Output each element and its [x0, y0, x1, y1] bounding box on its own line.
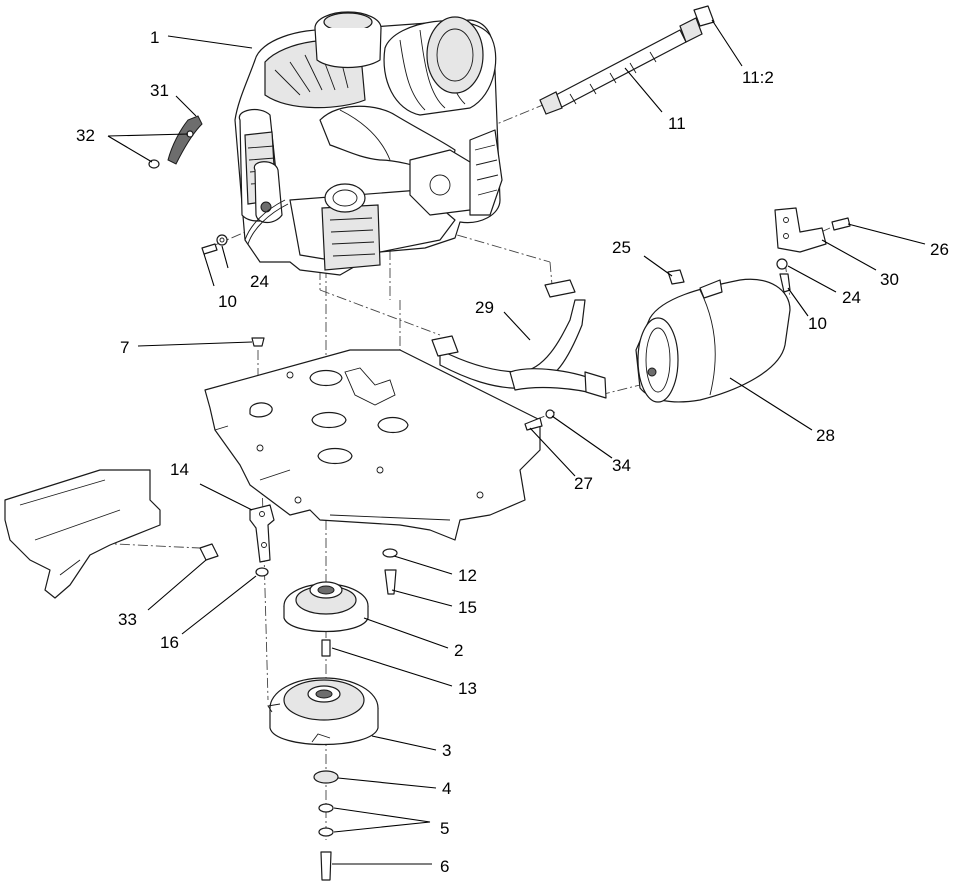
oil-drain-hose — [539, 5, 715, 115]
callout-14: 14 — [170, 460, 189, 479]
callout-24-left: 24 — [250, 272, 269, 291]
callout-25: 25 — [612, 238, 631, 257]
engine — [234, 11, 503, 276]
callout-16: 16 — [160, 633, 179, 652]
bolt-7 — [251, 337, 265, 347]
callout-labels: 1 31 32 24 10 11 11:2 25 26 30 24 10 29 … — [76, 28, 949, 876]
callout-3: 3 — [442, 741, 451, 760]
callout-12: 12 — [458, 566, 477, 585]
callout-1: 1 — [150, 28, 159, 47]
callout-24-right: 24 — [842, 288, 861, 307]
pto-clutch — [267, 677, 379, 746]
callout-29: 29 — [475, 298, 494, 317]
callout-15: 15 — [458, 598, 477, 617]
belt-guard — [4, 469, 219, 599]
washer-12 — [382, 548, 398, 558]
callout-11-2: 11:2 — [742, 68, 774, 87]
callout-4: 4 — [442, 779, 451, 798]
bolt-washer-right — [776, 258, 791, 293]
engine-deck — [204, 349, 541, 541]
bolt-26 — [831, 217, 851, 231]
callout-34: 34 — [612, 456, 631, 475]
exhaust-pipe — [431, 279, 607, 399]
spacer-4 — [313, 770, 339, 784]
callout-5: 5 — [440, 819, 449, 838]
clutch-stop-bracket — [249, 504, 275, 563]
callout-28: 28 — [816, 426, 835, 445]
key-13 — [321, 639, 331, 657]
callout-6: 6 — [440, 857, 449, 876]
nut-25 — [667, 269, 685, 285]
muffler-bracket — [774, 207, 827, 253]
bolt-washer-left — [201, 234, 228, 255]
callout-33: 33 — [118, 610, 137, 629]
bolt-27 — [524, 409, 555, 431]
callout-32: 32 — [76, 126, 95, 145]
callout-27: 27 — [574, 474, 593, 493]
muffler — [635, 278, 791, 403]
bolt-15 — [384, 569, 397, 595]
callout-26: 26 — [930, 240, 949, 259]
callout-13: 13 — [458, 679, 477, 698]
bolt-6 — [320, 851, 332, 881]
callout-10-left: 10 — [218, 292, 237, 311]
callout-2: 2 — [454, 641, 463, 660]
callout-11: 11 — [668, 114, 686, 133]
breather-hose — [167, 115, 203, 165]
nut-16 — [255, 567, 269, 577]
washers-5 — [318, 803, 334, 837]
callout-10-right: 10 — [808, 314, 827, 333]
callout-31: 31 — [150, 81, 169, 100]
leader-lines — [107, 19, 926, 865]
callout-7: 7 — [120, 338, 129, 357]
pulley — [283, 581, 369, 632]
callout-30: 30 — [880, 270, 899, 289]
